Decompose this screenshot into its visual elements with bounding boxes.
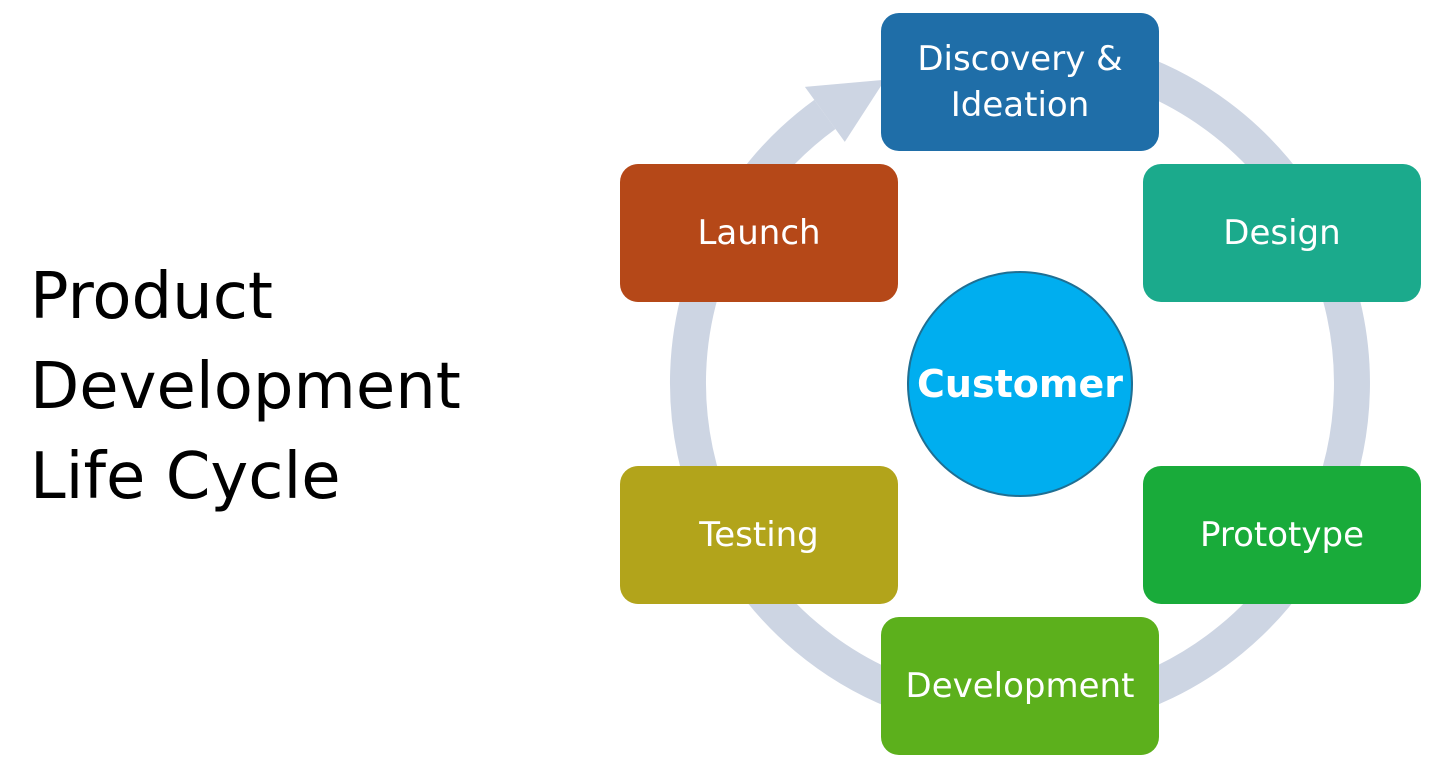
stage-label: Design bbox=[1223, 213, 1341, 253]
stage-development: Development bbox=[881, 617, 1159, 755]
stage-launch: Launch bbox=[620, 164, 898, 302]
page-title: Product Development Life Cycle bbox=[30, 252, 590, 522]
stage-prototype: Prototype bbox=[1143, 466, 1421, 604]
stage-label: Prototype bbox=[1199, 515, 1365, 555]
customer-label: Customer bbox=[917, 362, 1123, 406]
stage-testing: Testing bbox=[620, 466, 898, 604]
stage-label: Launch bbox=[697, 213, 821, 253]
stage-discovery-ideation: Discovery & Ideation bbox=[881, 13, 1159, 151]
stage-label: Development bbox=[905, 666, 1135, 706]
stage-label: Discovery & Ideation bbox=[917, 39, 1123, 125]
stage-label: Testing bbox=[699, 515, 819, 555]
customer-circle: Customer bbox=[907, 271, 1133, 497]
title-line-1: Product bbox=[30, 260, 273, 334]
cycle-arrowhead-icon bbox=[804, 79, 885, 142]
stage-design: Design bbox=[1143, 164, 1421, 302]
title-line-3: Life Cycle bbox=[30, 440, 341, 514]
title-line-2: Development bbox=[30, 350, 461, 424]
